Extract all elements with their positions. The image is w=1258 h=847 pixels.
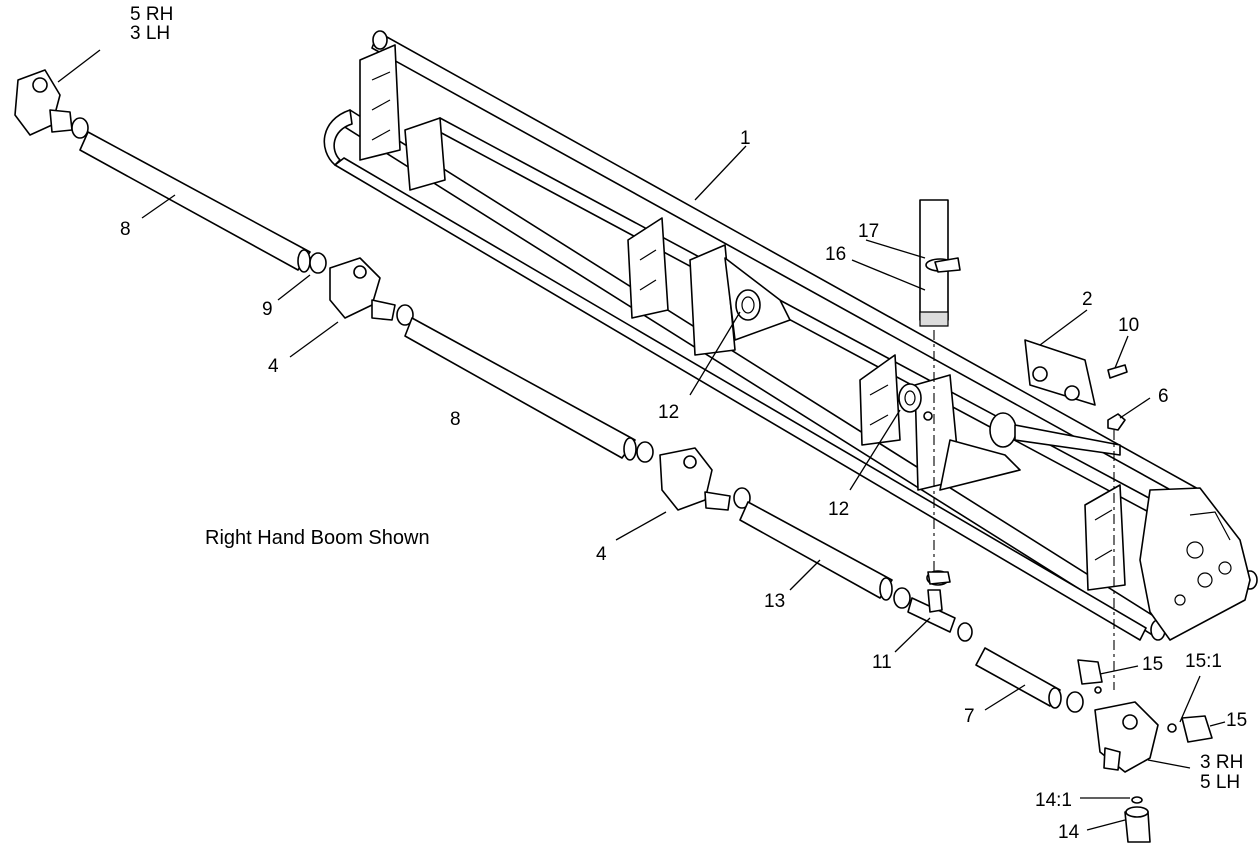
clamp-block — [1024, 339, 1096, 406]
callout-13: 13 — [764, 591, 785, 612]
callout-12-lower: 12 — [828, 499, 849, 520]
callout-7: 7 — [964, 706, 975, 727]
pipe-lower — [404, 317, 637, 461]
pipe-end — [975, 647, 1084, 713]
callout-15-right: 15 — [1226, 710, 1247, 731]
callout-15-upper: 15 — [1142, 654, 1163, 675]
pipe-short — [739, 501, 893, 601]
callout-12-upper: 12 — [658, 402, 679, 423]
callout-5rh-top: 5 RH — [130, 4, 173, 25]
pipe-upper — [79, 131, 311, 273]
callout-3lh-top: 3 LH — [130, 23, 170, 44]
leader-lines — [57, 49, 1226, 831]
diagram-caption: Right Hand Boom Shown — [205, 527, 430, 549]
callout-9: 9 — [262, 299, 273, 320]
tee-fitting — [893, 570, 973, 642]
nozzle-body-top — [14, 69, 89, 139]
nozzle-body-mid-lower — [636, 441, 751, 511]
callout-8-lower: 8 — [450, 409, 461, 430]
washer-small — [923, 411, 933, 421]
nozzle-body-end — [1094, 701, 1159, 773]
cap-upper — [1077, 659, 1103, 694]
callout-2: 2 — [1082, 289, 1093, 310]
bolt — [1107, 364, 1128, 379]
callout-1: 1 — [740, 128, 751, 149]
cap-bottom — [1124, 796, 1151, 843]
callout-5lh-bottom: 5 LH — [1200, 772, 1240, 793]
callout-10: 10 — [1118, 315, 1139, 336]
callout-14-1: 14:1 — [1035, 790, 1072, 811]
callout-15-1: 15:1 — [1185, 651, 1222, 672]
pivot-tube — [919, 199, 961, 327]
callout-6: 6 — [1158, 386, 1169, 407]
bushing-lower — [898, 383, 922, 413]
cap-right — [1167, 715, 1213, 743]
callout-4-upper: 4 — [268, 356, 279, 377]
bushing-upper — [735, 289, 761, 321]
callout-3rh-bottom: 3 RH — [1200, 752, 1243, 773]
callout-17: 17 — [858, 221, 879, 242]
nozzle-body-mid-upper — [309, 252, 414, 326]
callout-14: 14 — [1058, 822, 1080, 843]
boom-frame — [323, 30, 1258, 641]
callout-16: 16 — [825, 244, 846, 265]
callout-11: 11 — [872, 652, 892, 673]
callout-8-upper: 8 — [120, 219, 131, 240]
callout-4-lower: 4 — [596, 544, 607, 565]
